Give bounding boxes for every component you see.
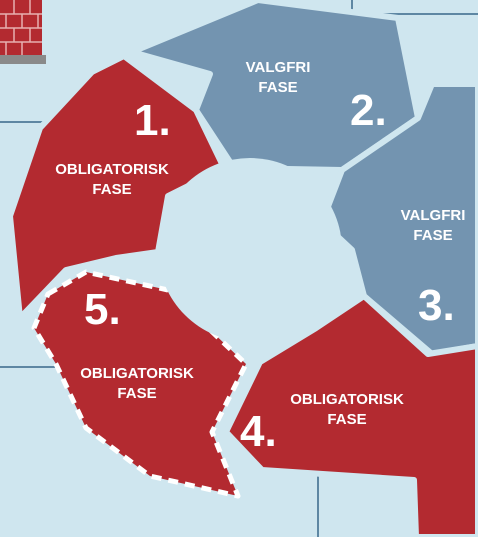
segment-5 [31,269,249,499]
phase-number-2: 2. [350,86,387,135]
phase-label-2-line1: VALGFRI [246,59,311,76]
phase-label-4-line1: OBLIGATORISK [290,391,404,408]
phase-number-5: 5. [84,285,121,334]
phase-number-4: 4. [240,407,277,456]
phase-number-1: 1. [134,96,171,145]
phase-label-3-line1: VALGFRI [401,207,466,224]
phase-label-5-line2: FASE [117,385,156,402]
phase-label-1-line2: FASE [92,181,131,198]
phase-label-5-line1: OBLIGATORISK [80,365,194,382]
phase-label-4-line2: FASE [327,411,366,428]
segment-3 [319,81,478,357]
center-circle [158,158,342,342]
phase-label-1-line1: OBLIGATORISK [55,161,169,178]
phase-label-2-line2: FASE [258,79,297,96]
brick-wall-icon [0,0,46,64]
phase-number-3: 3. [418,281,455,330]
phase-label-3-line2: FASE [413,227,452,244]
segment-4 [223,293,478,537]
segment-1 [7,53,227,321]
